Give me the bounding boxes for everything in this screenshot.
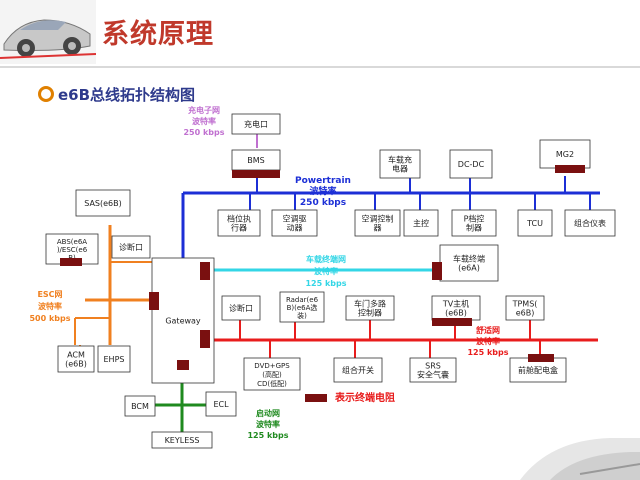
cluster-node-label: 组合仪表: [574, 218, 606, 228]
tcu-node-box: [517, 209, 553, 237]
door-controller-node-label: 车门多路控制器: [354, 299, 386, 318]
dcdc-node-label: DC-DC: [458, 160, 485, 169]
diag2-node-box: [221, 295, 261, 321]
keyless-node-box: [151, 431, 213, 449]
sas-node-label: SAS(e6B): [84, 199, 122, 208]
combo-switch-node-label: 组合开关: [342, 365, 374, 375]
ac-compressor-node-box: [271, 209, 318, 237]
diag1-node-box: [111, 235, 151, 259]
onboard-charger-node-label: 车载充电器: [388, 155, 412, 174]
bcm-node-label: BCM: [131, 402, 149, 411]
telematics-node-label: 车载终端(e6A): [453, 254, 485, 273]
combo-switch-node-box: [333, 357, 383, 383]
srs-node-box: [409, 357, 457, 383]
sas-node-box: [75, 189, 131, 217]
ac-compressor-node-label: 空调驱动器: [283, 214, 307, 233]
front-box-node-label: 前舱配电盒: [518, 365, 558, 375]
main-controller-node-label: 主控: [413, 218, 429, 228]
ecl-node-label: ECL: [213, 400, 229, 409]
door-controller-node-box: [345, 295, 395, 321]
front-box-terminal-resistor: [528, 354, 554, 362]
dvd-node-label: DVD+GPS(高配)CD(低配): [254, 362, 290, 388]
tv-terminal-resistor: [432, 318, 472, 326]
tpms-node-box: [505, 295, 545, 321]
acm-node-box: [57, 345, 95, 373]
acm-node-label: ACM(e6B): [65, 351, 87, 369]
diag2-node-label: 诊断口: [229, 303, 253, 313]
mg2-node-label: MG2: [556, 150, 574, 159]
charger-node-label: 充电口: [244, 119, 268, 129]
dvd-node-box: [243, 357, 301, 391]
bms-node-label: BMS: [247, 156, 264, 165]
mg2-node-box: [539, 139, 591, 169]
gear-actuator-node-box: [217, 209, 261, 237]
cluster-node-box: [564, 209, 616, 237]
gateway-terminal-resistor: [177, 360, 189, 370]
gear-actuator-node-label: 档位执行器: [227, 214, 251, 233]
radar-node-box: [279, 291, 325, 323]
gateway-terminal-resistor: [149, 292, 159, 310]
bullet-icon: [38, 86, 54, 102]
tcu-node-label: TCU: [526, 219, 543, 228]
main-controller-node-box: [403, 209, 439, 237]
mg2-terminal-resistor: [555, 165, 585, 173]
ecl-node-box: [205, 391, 237, 417]
p-gear-node-box: [451, 209, 497, 237]
abs-terminal-resistor: [60, 258, 82, 266]
charger-node-box: [231, 113, 281, 135]
tv-node-box: [431, 295, 481, 321]
corner-car-image: [520, 438, 640, 480]
onboard-charger-node-box: [379, 149, 421, 179]
gateway-terminal-resistor: [200, 262, 210, 280]
page-title: 系统原理: [102, 19, 214, 50]
ehps-node-label: EHPS: [104, 355, 125, 364]
legend-terminal-resistor: [305, 394, 327, 402]
ac-controller-node-label: 空调控制器: [362, 214, 394, 233]
section-title: e6B总线拓扑结构图: [58, 86, 196, 104]
tpms-node-label: TPMS(e6B): [512, 300, 538, 318]
dcdc-node-box: [449, 149, 493, 179]
bcm-node-box: [124, 395, 156, 417]
gateway-terminal-resistor: [200, 330, 210, 348]
legend-label: 表示终端电阻: [334, 391, 395, 404]
gateway-node-label: Gateway: [165, 317, 201, 326]
ehps-node-box: [97, 345, 131, 373]
tv-node-label: TV主机(e6B): [442, 299, 469, 318]
divider: [0, 66, 640, 68]
car-logo-image: [0, 0, 96, 64]
keyless-node-label: KEYLESS: [165, 436, 200, 445]
p-gear-node-label: P档控制器: [464, 214, 485, 233]
ac-controller-node-box: [354, 209, 401, 237]
bms-terminal-resistor: [232, 170, 280, 178]
telematics-node-box: [439, 244, 499, 282]
telematics-terminal-resistor: [432, 262, 442, 280]
diag1-node-label: 诊断口: [119, 242, 143, 252]
